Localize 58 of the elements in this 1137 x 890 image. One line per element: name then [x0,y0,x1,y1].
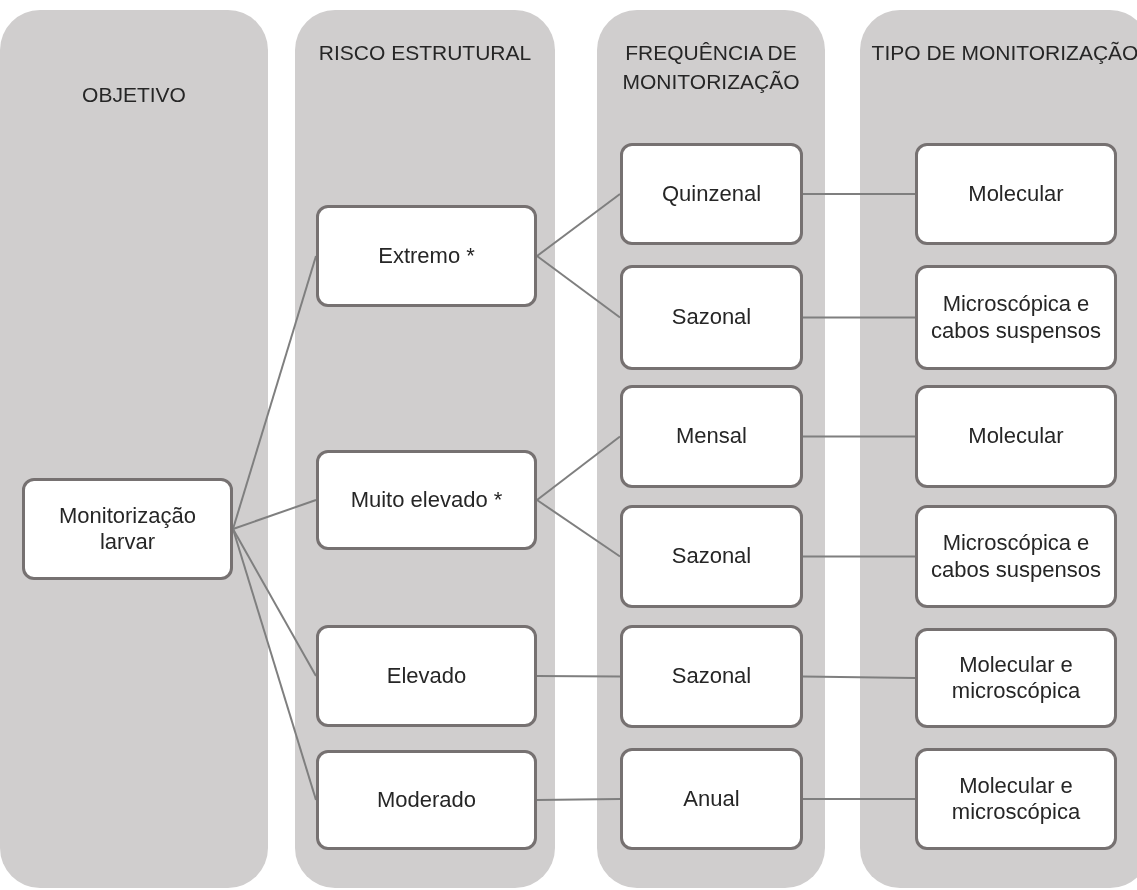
process-box [915,628,1117,728]
connector-line [536,499,621,558]
box-label: Moderado [375,786,478,814]
connector-line [536,193,621,257]
connector-line [536,435,621,501]
process-box [915,143,1117,245]
box-label: Anual [682,785,741,813]
connector-line [232,255,317,530]
column-heading: TIPO DE MONITORIZAÇÃO [870,40,1137,66]
process-box [915,748,1117,850]
connector-line [232,528,317,677]
connector-line [536,798,621,801]
column-band [295,10,555,888]
process-box [915,265,1117,370]
box-label: Sazonal [670,543,753,570]
box-label: Sazonal [670,663,753,690]
process-box [22,478,233,580]
box-label: Muito elevado * [349,486,504,514]
column-band [597,10,825,888]
process-box [316,750,537,850]
box-label: Elevado [385,662,468,690]
connector-line [802,316,916,319]
column-band [0,10,268,888]
process-box [620,265,803,370]
box-label: Molecular e microscópica [950,772,1082,826]
process-box [316,205,537,307]
process-box [316,625,537,727]
box-label: Quinzenal [660,180,763,208]
box-label: Monitorização larvar [58,502,197,556]
process-box [620,143,803,245]
process-box [915,385,1117,488]
connector-line [536,255,621,319]
connector-line [802,193,916,195]
connector-line [232,528,317,801]
connector-line [802,675,916,679]
connector-line [536,675,621,678]
connector-line [802,798,916,800]
process-box [620,625,803,728]
box-label: Mensal [675,423,748,450]
process-box [620,748,803,850]
column-heading: RISCO ESTRUTURAL [317,40,533,66]
box-label: Microscópica e cabos suspensos [930,291,1102,344]
column-band [860,10,1137,888]
column-heading: OBJETIVO [81,82,187,108]
process-box [620,385,803,488]
box-label: Sazonal [670,304,753,331]
box-label: Microscópica e cabos suspensos [930,530,1102,583]
box-label: Molecular [967,180,1065,208]
connector-line [802,435,916,438]
connector-line [802,555,916,558]
connector-line [232,499,317,530]
column-heading: FREQUÊNCIA DE MONITORIZAÇÃO [621,40,801,96]
box-label: Molecular [967,423,1065,450]
box-label: Extremo * [377,242,476,270]
process-box [316,450,537,550]
box-label: Molecular e microscópica [950,651,1082,705]
process-box [915,505,1117,608]
process-box [620,505,803,608]
